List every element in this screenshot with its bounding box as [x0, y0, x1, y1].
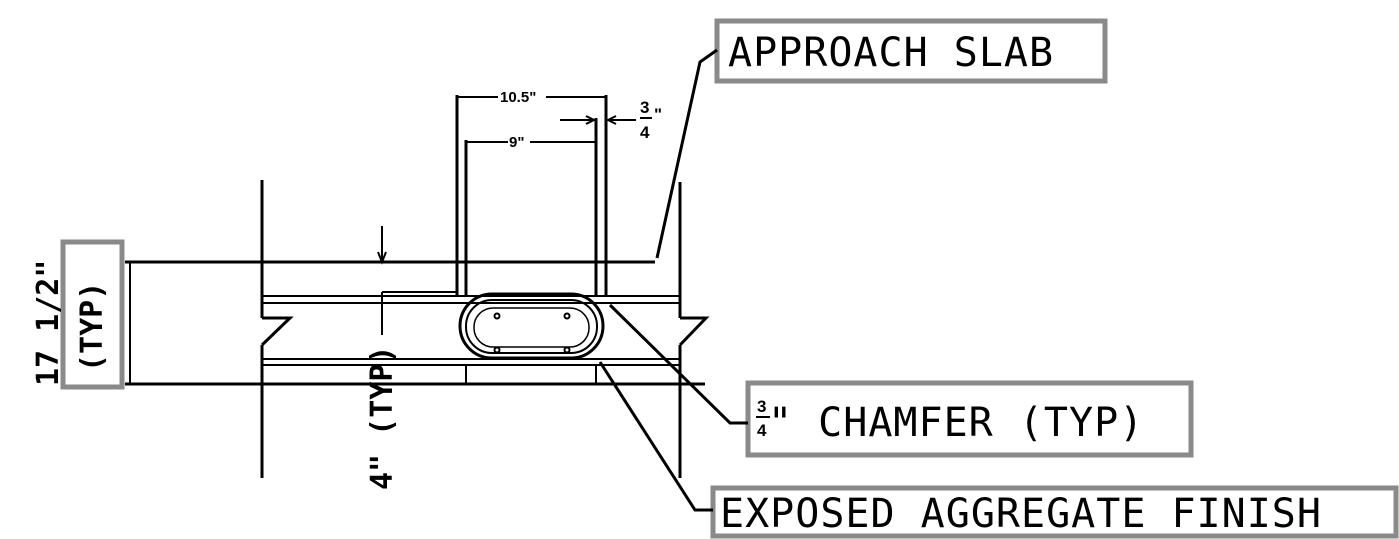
svg-text:4: 4: [640, 123, 650, 142]
depth-dimension: 17 1/2" (TYP): [31, 260, 131, 386]
chamfer-fraction-denominator: 4: [757, 421, 767, 440]
svg-text:": ": [654, 105, 662, 124]
chamfer-label: " CHAMFER (TYP): [768, 400, 1144, 446]
chamfer-callout-box: [745, 380, 1194, 458]
depth-callout-box: [60, 239, 125, 390]
approach-slab-leader: [655, 48, 718, 259]
recess-dimension: 4" (TYP): [365, 226, 457, 490]
exposed-aggregate-callout-box: [710, 485, 1399, 539]
svg-text:17 1/2": 17 1/2": [31, 260, 66, 386]
exposed-aggregate-label: EXPOSED AGGREGATE FINISH: [720, 491, 1322, 537]
svg-text:9": 9": [509, 134, 524, 151]
width-dimension-outer: 10.5": [457, 89, 606, 106]
slab-outline: [125, 180, 710, 478]
chamfer-fraction-numerator: 3: [757, 397, 766, 416]
chamfer-leader: [608, 303, 748, 425]
gap-dimension: 3 4 ": [560, 98, 662, 142]
svg-text:10.5": 10.5": [500, 89, 536, 106]
width-dimension-inner: 9": [466, 134, 596, 151]
svg-text:4" (TYP): 4" (TYP): [365, 346, 400, 491]
svg-text:3: 3: [640, 98, 649, 117]
svg-text:(TYP): (TYP): [75, 282, 110, 372]
joint-void: [455, 95, 608, 384]
approach-slab-label: APPROACH SLAB: [728, 30, 1054, 76]
exposed-aggregate-leader: [598, 361, 713, 512]
